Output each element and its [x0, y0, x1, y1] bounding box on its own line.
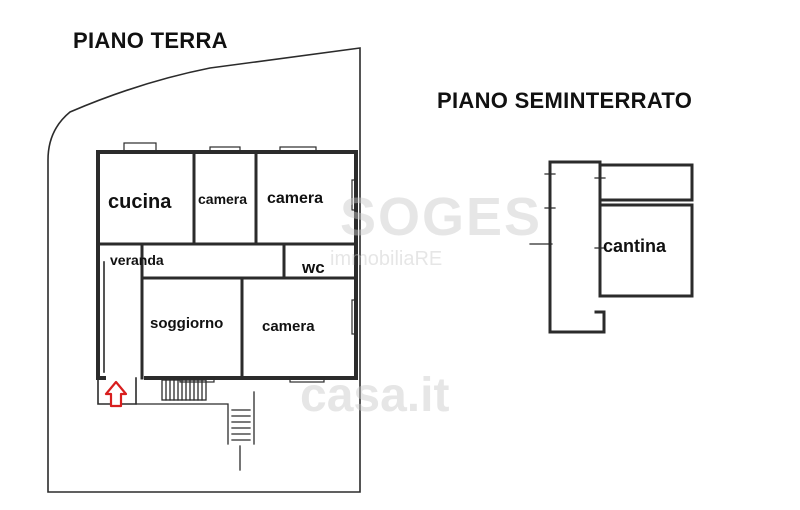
room-label-cantina: cantina [603, 236, 667, 256]
room-label-soggiorno: soggiorno [150, 315, 224, 332]
room-label-camera-2: camera [267, 190, 324, 207]
room-label-camera-1: camera [198, 191, 248, 207]
entrance-stairs [135, 379, 255, 471]
lot-boundary [47, 47, 361, 493]
room-label-veranda: veranda [110, 252, 164, 268]
room-label-cucina: cucina [108, 191, 172, 213]
room-label-wc: wc [302, 258, 325, 277]
basement-walls [548, 160, 694, 334]
window-marks [123, 142, 357, 383]
basement-marks [529, 173, 606, 249]
basement-title: PIANO SEMINTERRATO [437, 88, 693, 113]
room-label-camera-3: camera [262, 318, 315, 335]
entrance-arrow-icon [104, 380, 128, 408]
ground-floor-interior-walls [96, 150, 358, 380]
ground-floor-title: PIANO TERRA [73, 28, 228, 53]
